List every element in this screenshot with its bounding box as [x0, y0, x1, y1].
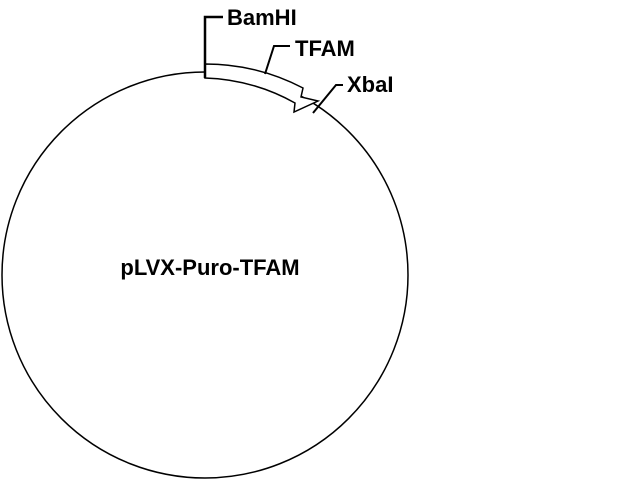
bamhi-site-line [203, 15, 223, 78]
plasmid-name-label: pLVX-Puro-TFAM [120, 255, 299, 280]
bamhi-label: BamHI [227, 5, 297, 30]
tfam-leader-line [264, 45, 290, 75]
tfam-label: TFAM [295, 36, 355, 61]
xbai-site-line [312, 84, 343, 114]
xbai-label: XbaI [347, 72, 393, 97]
tfam-insert-arrow [204, 63, 321, 114]
